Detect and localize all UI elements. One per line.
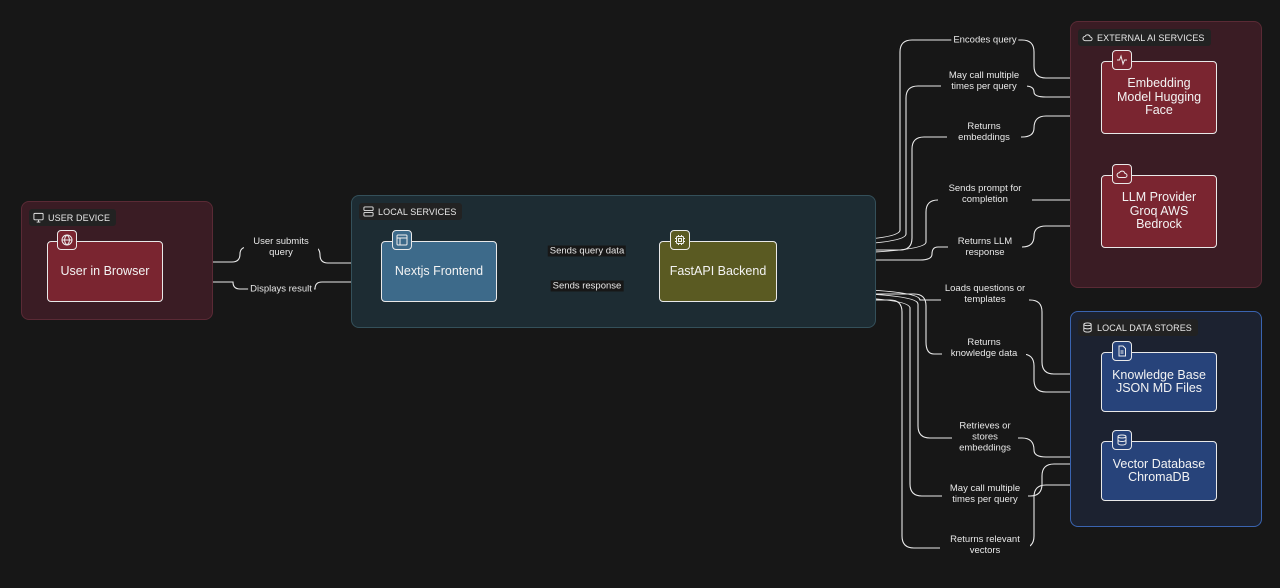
edge-retrieves-embeddings (776, 291, 1101, 457)
edge-label-retrieves-embeddings: Retrieves or stores embeddings (952, 420, 1018, 454)
node-llm-provider[interactable]: LLM Provider Groq AWS Bedrock (1101, 164, 1217, 248)
cpu-icon (670, 230, 690, 250)
edge-label-sends-query: Sends query data (547, 245, 627, 257)
edge-returns-vectors (778, 300, 1101, 549)
edge-encodes-query (776, 39, 1101, 243)
group-label-user-device: USER DEVICE (29, 209, 117, 226)
node-embedding-model[interactable]: Embedding Model Hugging Face (1101, 50, 1217, 134)
group-label-local-data: LOCAL DATA STORES (1078, 319, 1198, 336)
edge-may-call-embed (776, 85, 1101, 247)
node-nextjs-frontend[interactable]: Nextjs Frontend (381, 230, 497, 302)
server-icon (363, 206, 374, 217)
edge-label-sends-prompt: Sends prompt for completion (938, 183, 1032, 205)
edge-label-displays-result: Displays result (248, 283, 314, 295)
edge-label-returns-knowledge: Returns knowledge data (942, 337, 1026, 359)
edge-label-user-submits: User submits query (244, 236, 318, 258)
database-icon (1083, 322, 1092, 333)
edge-label-sends-response: Sends response (550, 280, 624, 292)
edge-label-may-call-vector: May call multiple times per query (942, 483, 1028, 505)
node-vector-database[interactable]: Vector Database ChromaDB (1101, 430, 1217, 501)
edge-returns-embeddings (778, 115, 1101, 250)
group-label-local-services: LOCAL SERVICES (359, 203, 463, 220)
cloud-icon (1082, 34, 1093, 42)
edge-label-returns-embeddings: Returns embeddings (947, 121, 1021, 143)
node-user-in-browser[interactable]: User in Browser (47, 230, 163, 302)
layout-icon (392, 230, 412, 250)
globe-icon (57, 230, 77, 250)
monitor-icon (33, 212, 44, 223)
file-icon (1112, 341, 1132, 361)
database-icon (1112, 430, 1132, 450)
cloud-icon (1112, 164, 1132, 184)
edge-label-may-call-embed: May call multiple times per query (941, 70, 1027, 92)
edge-label-returns-llm: Returns LLM response (948, 236, 1022, 258)
edge-label-loads-questions: Loads questions or templates (941, 283, 1029, 305)
activity-icon (1112, 50, 1132, 70)
edge-label-encodes-query: Encodes query (951, 34, 1019, 46)
edge-label-returns-vectors: Returns relevant vectors (940, 534, 1030, 556)
group-label-external-ai: EXTERNAL AI SERVICES (1078, 29, 1211, 46)
node-knowledge-base[interactable]: Knowledge Base JSON MD Files (1101, 341, 1217, 412)
node-fastapi-backend[interactable]: FastAPI Backend (659, 230, 777, 302)
